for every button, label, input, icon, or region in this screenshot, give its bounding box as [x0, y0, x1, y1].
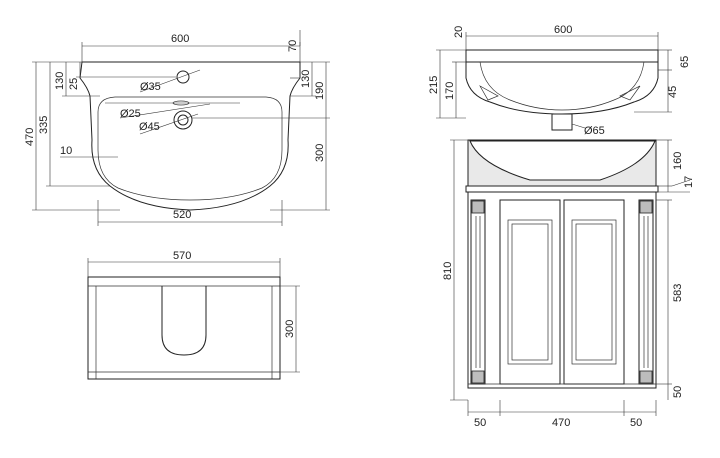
left-pilaster: [470, 199, 486, 385]
label-d35: Ø35: [140, 81, 161, 93]
sink-top-view: 600 70 130 25 335 470 130 190 300 10 520…: [24, 30, 330, 226]
dim-583: 583: [672, 284, 684, 302]
dim-520: 520: [173, 209, 191, 221]
label-d45: Ø45: [139, 121, 160, 133]
dim-160: 160: [672, 152, 684, 170]
cabinet-top-view: 570 300: [87, 250, 300, 380]
label-d25: Ø25: [120, 108, 141, 120]
dim-300-cabinet: 300: [284, 320, 296, 338]
drain-pipe: [551, 113, 573, 131]
dim-470: 470: [24, 128, 36, 146]
dim-130-right: 130: [300, 70, 312, 88]
dim-25: 25: [68, 78, 80, 90]
dim-300-basin: 300: [314, 144, 326, 162]
siphon-cutout: [161, 286, 207, 356]
dim-45: 45: [667, 86, 679, 98]
dim-600-top: 600: [171, 33, 189, 45]
dim-600-side: 600: [554, 24, 572, 36]
sink-rim: [465, 49, 659, 63]
dim-190: 190: [314, 82, 326, 100]
sink-outline: [79, 61, 301, 211]
sink-bowl-side: [465, 62, 659, 115]
basin-outline: [97, 96, 283, 201]
dim-17: 17: [683, 176, 695, 188]
cabinet-top-board: [465, 185, 659, 193]
dim-10: 10: [60, 145, 72, 157]
dim-810: 810: [442, 262, 454, 280]
right-pilaster: [638, 199, 654, 385]
dim-170: 170: [444, 82, 456, 100]
dim-130-left: 130: [54, 72, 66, 90]
dim-470-front: 470: [552, 417, 570, 429]
dim-50-left: 50: [474, 417, 486, 429]
tap-hole: [176, 70, 190, 84]
sink-side-view: 600 20 215 170 65 45 Ø65: [428, 24, 691, 137]
drain-inner: [177, 114, 189, 126]
dim-65: 65: [679, 56, 691, 68]
dim-50-right: 50: [672, 386, 684, 398]
right-door[interactable]: [563, 199, 625, 385]
dim-215: 215: [428, 76, 440, 94]
dim-335: 335: [38, 116, 50, 134]
dim-70: 70: [287, 40, 299, 52]
drain-outer: [173, 110, 193, 130]
dim-20: 20: [453, 26, 465, 38]
cabinet-body: [467, 191, 657, 389]
cabinet-top-outline: [87, 276, 281, 380]
dim-570: 570: [173, 250, 191, 262]
left-door[interactable]: [499, 199, 561, 385]
dim-50-bottom-right: 50: [630, 417, 642, 429]
cabinet-front-view: 160 17 810 583 50 50 470 50: [442, 139, 695, 429]
label-d65: Ø65: [584, 125, 605, 137]
